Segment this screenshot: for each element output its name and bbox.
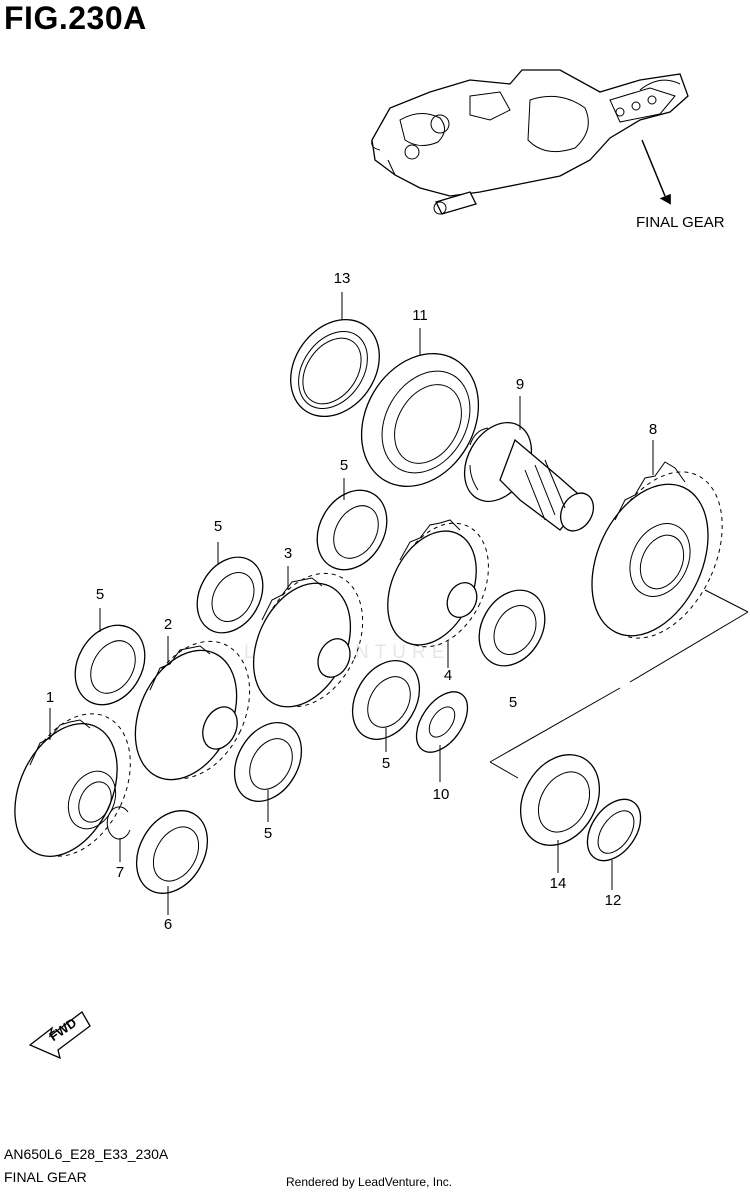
engine-housing-overview (371, 69, 689, 215)
callout-2: 2 (163, 616, 173, 633)
part-gear-2 (134, 640, 251, 781)
callout-8: 8 (648, 421, 658, 438)
part-bearing-14 (520, 754, 600, 846)
part-seal-12 (586, 798, 642, 862)
callout-5-center: 5 (381, 755, 391, 772)
part-circlip-7 (106, 806, 131, 840)
part-bearing-5-center (351, 660, 421, 740)
part-bearing-5-top (316, 489, 388, 571)
callout-11: 11 (412, 307, 428, 324)
callout-5-mid: 5 (213, 518, 223, 535)
part-bearing-5-lower (233, 722, 303, 802)
final-gear-pointer-arrow (641, 139, 671, 205)
callout-9: 9 (515, 376, 525, 393)
callout-13: 13 (333, 270, 351, 287)
part-shaft-9 (463, 422, 595, 532)
figure-name: FINAL GEAR (4, 1169, 87, 1185)
callout-5-lower: 5 (263, 825, 273, 842)
callout-14: 14 (549, 875, 567, 892)
part-bearing-5-right (478, 589, 546, 667)
part-washer-10 (415, 691, 469, 753)
callout-5-right: 5 (508, 694, 518, 711)
part-bearing-5-left (74, 624, 146, 706)
assembly-label: FINAL GEAR (636, 214, 725, 231)
part-gear-8 (591, 461, 723, 639)
part-oil-seal-13 (290, 318, 380, 418)
rendered-by-credit: Rendered by LeadVenture, Inc. (286, 1175, 453, 1189)
part-gear-4 (387, 519, 489, 648)
part-gear-1 (14, 713, 131, 858)
callout-1: 1 (45, 689, 55, 706)
callout-3: 3 (283, 545, 293, 562)
callout-5-top: 5 (339, 457, 349, 474)
part-gear-3 (252, 572, 364, 708)
callout-10: 10 (432, 786, 450, 803)
callout-12: 12 (604, 892, 622, 909)
figure-code: AN650L6_E28_E33_230A (4, 1146, 169, 1162)
callout-4: 4 (443, 667, 453, 684)
part-bearing-5-mid (196, 556, 264, 634)
fwd-arrow-icon (28, 1011, 91, 1060)
callout-5-left: 5 (95, 586, 105, 603)
part-bearing-11 (360, 352, 480, 488)
callout-7: 7 (115, 864, 125, 881)
figure-title: FIG.230A (4, 0, 147, 36)
part-bearing-6 (135, 810, 209, 894)
callout-6: 6 (163, 916, 173, 933)
shaft-axis-line (489, 589, 749, 779)
